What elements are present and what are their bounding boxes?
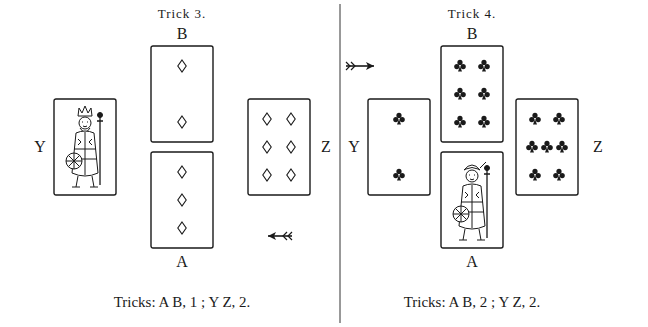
- seat-letter: Y: [348, 138, 360, 156]
- seat-letter: Y: [34, 138, 46, 156]
- seat-letter: Z: [321, 138, 331, 156]
- lead-arrow: [346, 62, 374, 70]
- trick-score: Tricks: A B, 1 ; Y Z, 2.: [114, 294, 251, 311]
- panel-divider: [340, 4, 341, 323]
- playing-card: [516, 99, 578, 195]
- playing-card: [368, 99, 430, 195]
- playing-card: [151, 46, 213, 142]
- seat-letter: A: [466, 253, 478, 271]
- trick-score: Tricks: A B, 2 ; Y Z, 2.: [404, 294, 541, 311]
- lead-arrow: [268, 232, 292, 240]
- playing-card: [441, 152, 503, 248]
- seat-letter: B: [177, 25, 188, 43]
- playing-card: [441, 46, 503, 142]
- seat-letter: B: [467, 25, 478, 43]
- playing-card: [54, 99, 116, 195]
- seat-letter: A: [176, 253, 188, 271]
- seat-letter: Z: [593, 138, 603, 156]
- playing-card: [248, 99, 310, 195]
- trick-heading: Trick 3.: [158, 7, 207, 21]
- trick-heading: Trick 4.: [448, 7, 497, 21]
- playing-card: [151, 152, 213, 248]
